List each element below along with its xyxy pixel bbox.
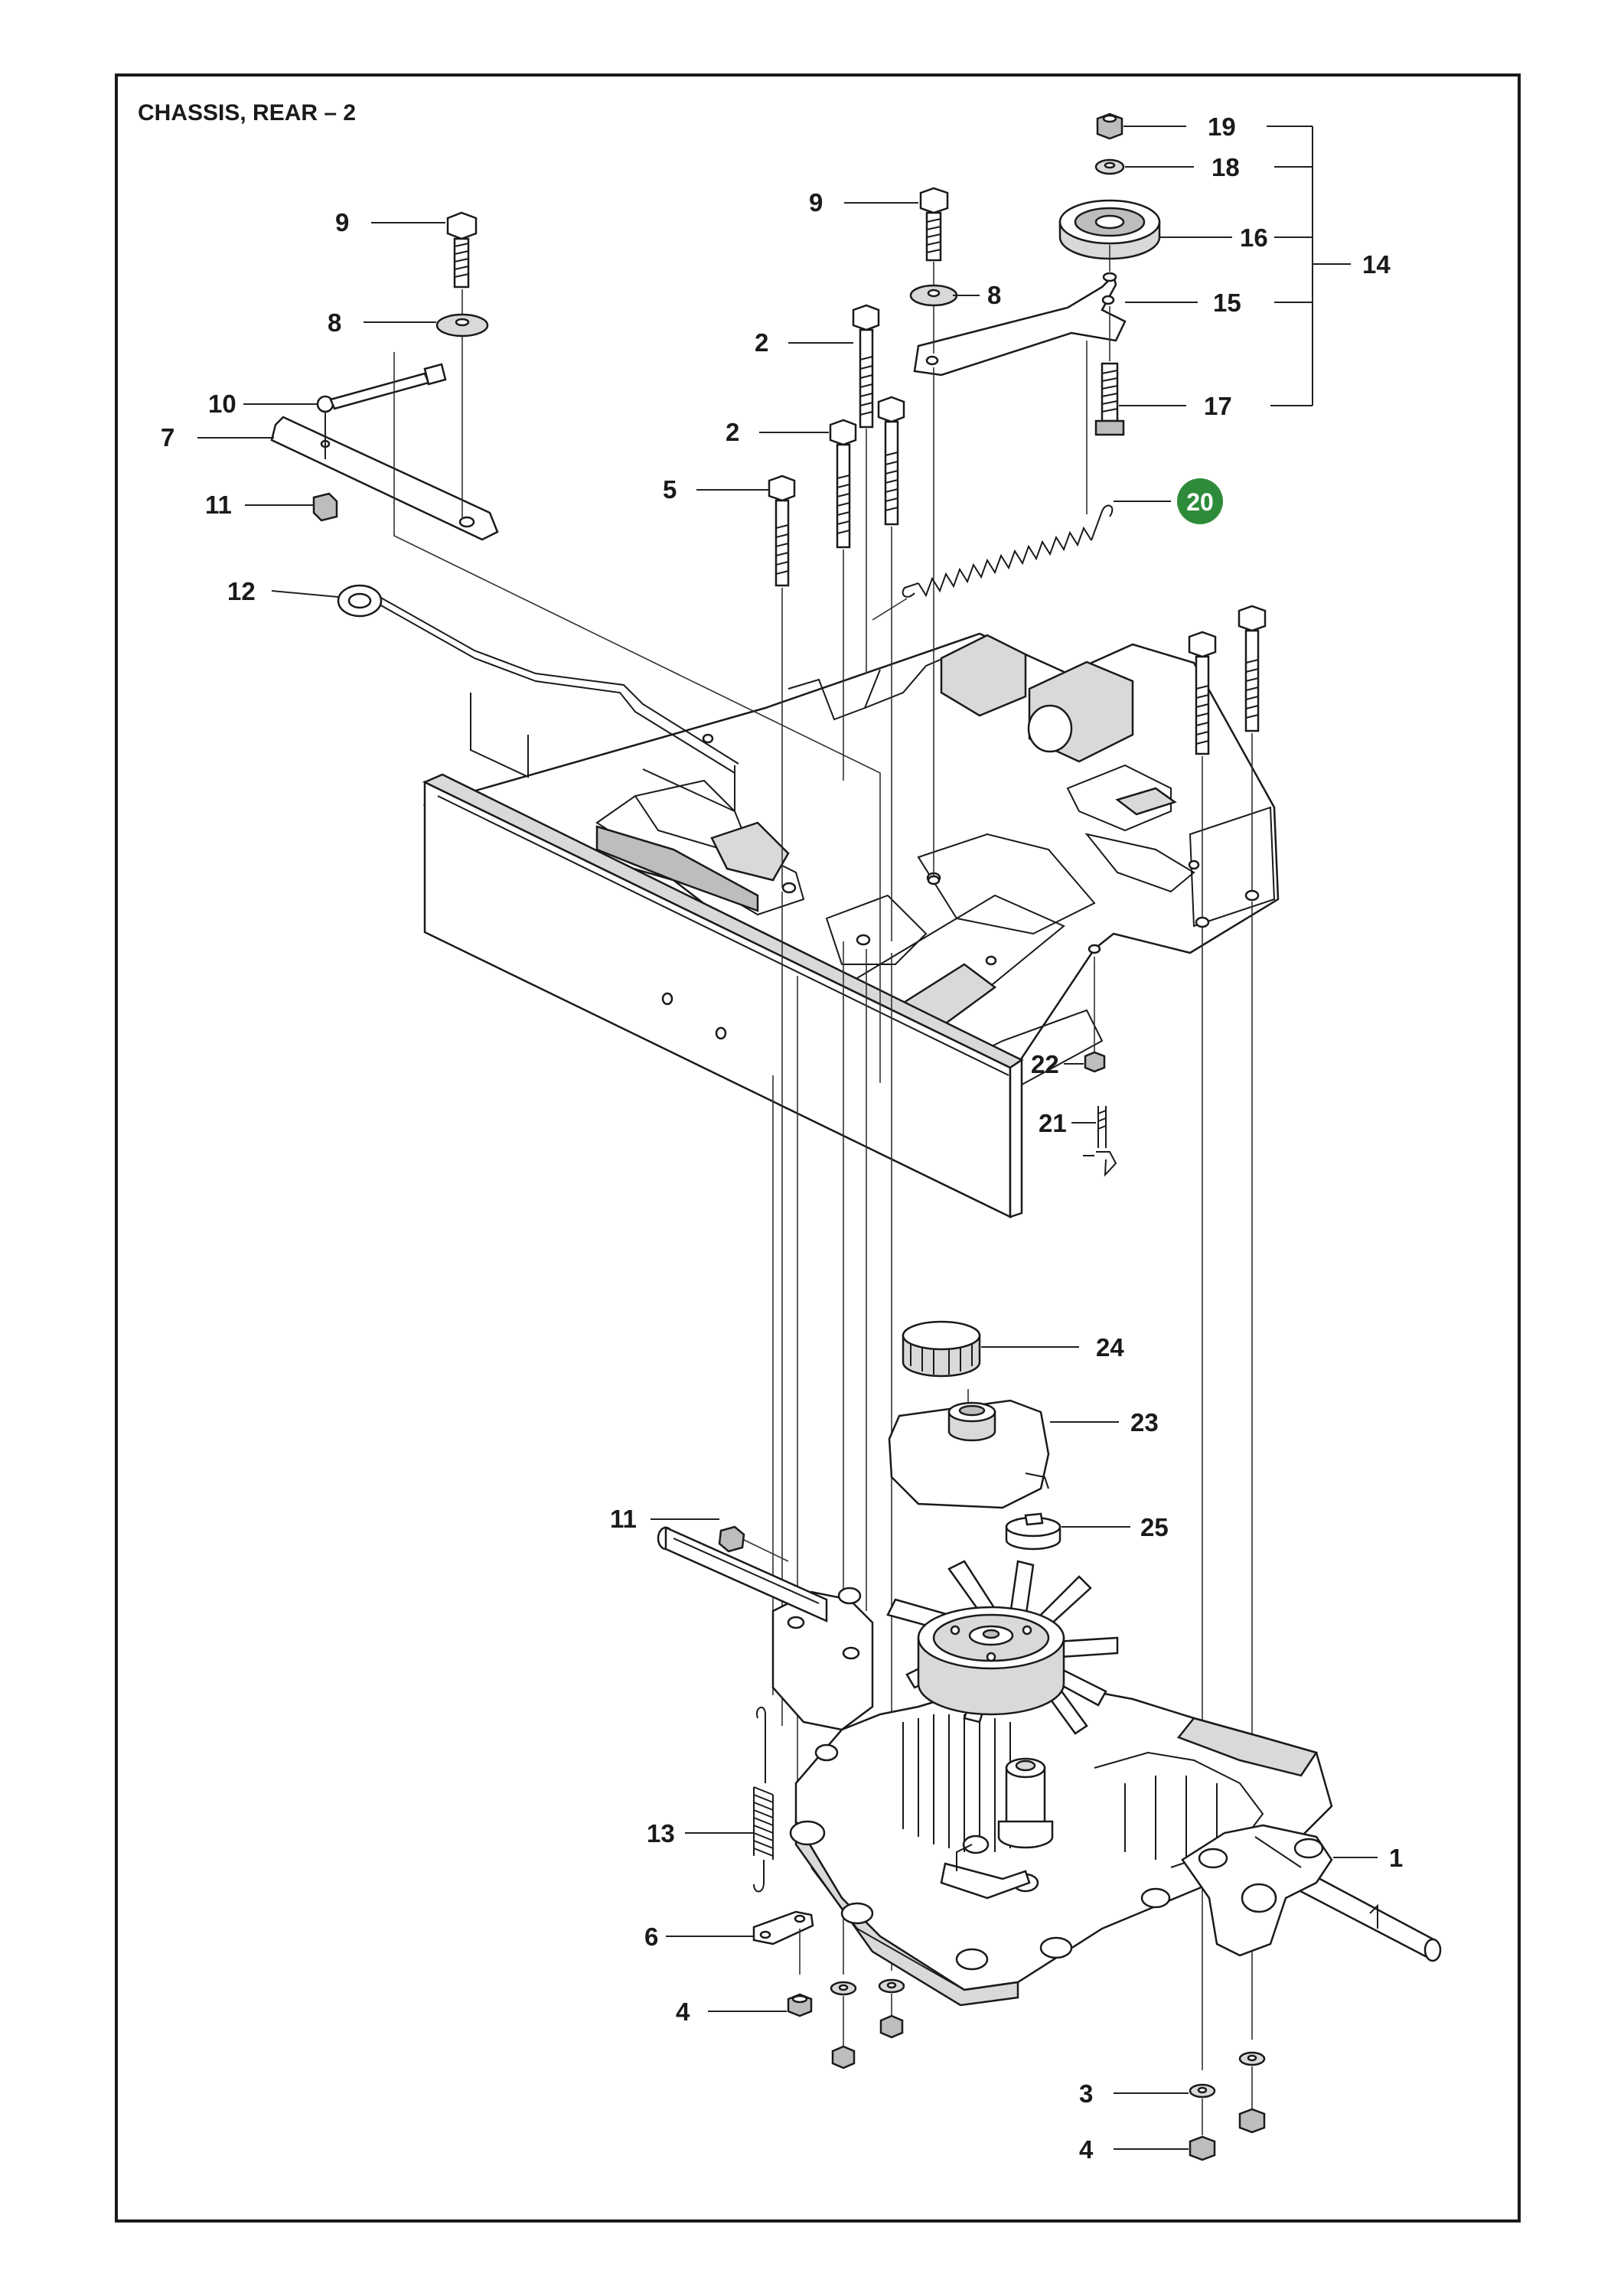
nut-4-right bbox=[1189, 2135, 1216, 2161]
nut-4-left bbox=[787, 1993, 813, 2017]
label-part-24: 24 bbox=[1096, 1333, 1124, 1362]
label-part-13: 13 bbox=[647, 1819, 675, 1848]
label-part-11-top: 11 bbox=[205, 491, 232, 519]
highlight-number: 20 bbox=[1186, 488, 1214, 516]
nut-11-lower bbox=[718, 1525, 745, 1553]
nut-lower-b bbox=[879, 2014, 904, 2039]
label-part-12: 12 bbox=[227, 577, 256, 605]
bolt-2-a bbox=[852, 304, 880, 429]
nut-22 bbox=[1084, 1051, 1106, 1073]
cooling-fan bbox=[886, 1560, 1119, 1735]
rod-end bbox=[316, 363, 447, 459]
washer-lower-a bbox=[830, 1981, 857, 1996]
label-part-11-lower: 11 bbox=[610, 1505, 637, 1533]
label-part-4-right: 4 bbox=[1079, 2135, 1094, 2164]
bolt-right-b bbox=[1238, 605, 1267, 732]
nut-11-top bbox=[312, 492, 338, 522]
axle-left bbox=[657, 1526, 828, 1623]
axle-bearing-housing bbox=[1181, 1824, 1333, 1957]
label-part-16: 16 bbox=[1240, 223, 1268, 252]
expansion-tank-23 bbox=[888, 1399, 1050, 1509]
washer-8-left bbox=[435, 313, 489, 338]
washer-right-b bbox=[1238, 2051, 1266, 2066]
label-part-17: 17 bbox=[1204, 392, 1232, 420]
bolt-5 bbox=[768, 475, 796, 587]
highlight-badge bbox=[1177, 478, 1223, 524]
label-part-8-right: 8 bbox=[987, 281, 1001, 309]
rear-bumper bbox=[422, 773, 1024, 1218]
leader-lines bbox=[197, 126, 1378, 2150]
bolt-right-a bbox=[1188, 631, 1217, 755]
pin-21 bbox=[1083, 1106, 1117, 1177]
bolt-9-left bbox=[446, 211, 478, 289]
transaxle-housing bbox=[789, 1682, 1333, 2007]
washer-8-right bbox=[909, 284, 958, 307]
nut-19 bbox=[1096, 113, 1123, 140]
bolt-17 bbox=[1094, 362, 1125, 436]
bracket-6 bbox=[752, 1910, 814, 1945]
label-part-7: 7 bbox=[161, 423, 174, 452]
label-part-10: 10 bbox=[208, 390, 236, 418]
label-part-22: 22 bbox=[1031, 1050, 1059, 1078]
label-part-8-left: 8 bbox=[328, 308, 341, 337]
label-part-18: 18 bbox=[1211, 153, 1240, 181]
bolt-2-c bbox=[877, 396, 905, 526]
mounting-plate-left bbox=[771, 1587, 874, 1731]
label-part-2-a: 2 bbox=[755, 328, 768, 357]
filler-cap-24 bbox=[902, 1320, 981, 1378]
diagram-frame bbox=[115, 73, 1521, 2223]
washer-18 bbox=[1094, 158, 1125, 175]
nut-right-b bbox=[1238, 2108, 1266, 2134]
label-part-25: 25 bbox=[1140, 1513, 1169, 1541]
label-part-14: 14 bbox=[1362, 250, 1391, 279]
label-part-23: 23 bbox=[1130, 1408, 1159, 1437]
bolt-2-b bbox=[829, 419, 857, 549]
washer-3-right bbox=[1189, 2083, 1216, 2099]
label-part-9-left: 9 bbox=[335, 208, 349, 236]
highlight-callout-20[interactable]: 20 bbox=[1177, 478, 1223, 524]
label-part-1: 1 bbox=[1389, 1844, 1403, 1872]
label-part-15: 15 bbox=[1213, 289, 1241, 317]
label-part-9-right: 9 bbox=[809, 188, 823, 217]
label-part-21: 21 bbox=[1039, 1109, 1067, 1137]
washer-lower-b bbox=[878, 1978, 905, 1994]
label-part-5: 5 bbox=[663, 475, 677, 504]
spring-13 bbox=[753, 1707, 774, 1893]
spring-20 bbox=[872, 341, 1114, 621]
part-labels: 9 8 10 7 11 12 9 8 2 2 5 19 18 16 15 17 … bbox=[161, 113, 1403, 2164]
diagram-title: CHASSIS, REAR – 2 bbox=[138, 100, 356, 126]
bolt-9-right bbox=[919, 187, 949, 262]
hose-clamp-25 bbox=[1005, 1512, 1061, 1551]
label-part-19: 19 bbox=[1208, 113, 1236, 141]
label-part-3: 3 bbox=[1079, 2079, 1093, 2108]
label-part-4-left: 4 bbox=[676, 1998, 690, 2026]
idler-bracket bbox=[913, 273, 1127, 377]
shift-lever bbox=[337, 584, 739, 813]
label-part-6: 6 bbox=[644, 1923, 658, 1951]
pulley-16 bbox=[1058, 199, 1161, 260]
linkage-arm bbox=[270, 416, 499, 541]
nut-lower-a bbox=[831, 2045, 856, 2069]
label-part-2-b: 2 bbox=[726, 418, 739, 446]
